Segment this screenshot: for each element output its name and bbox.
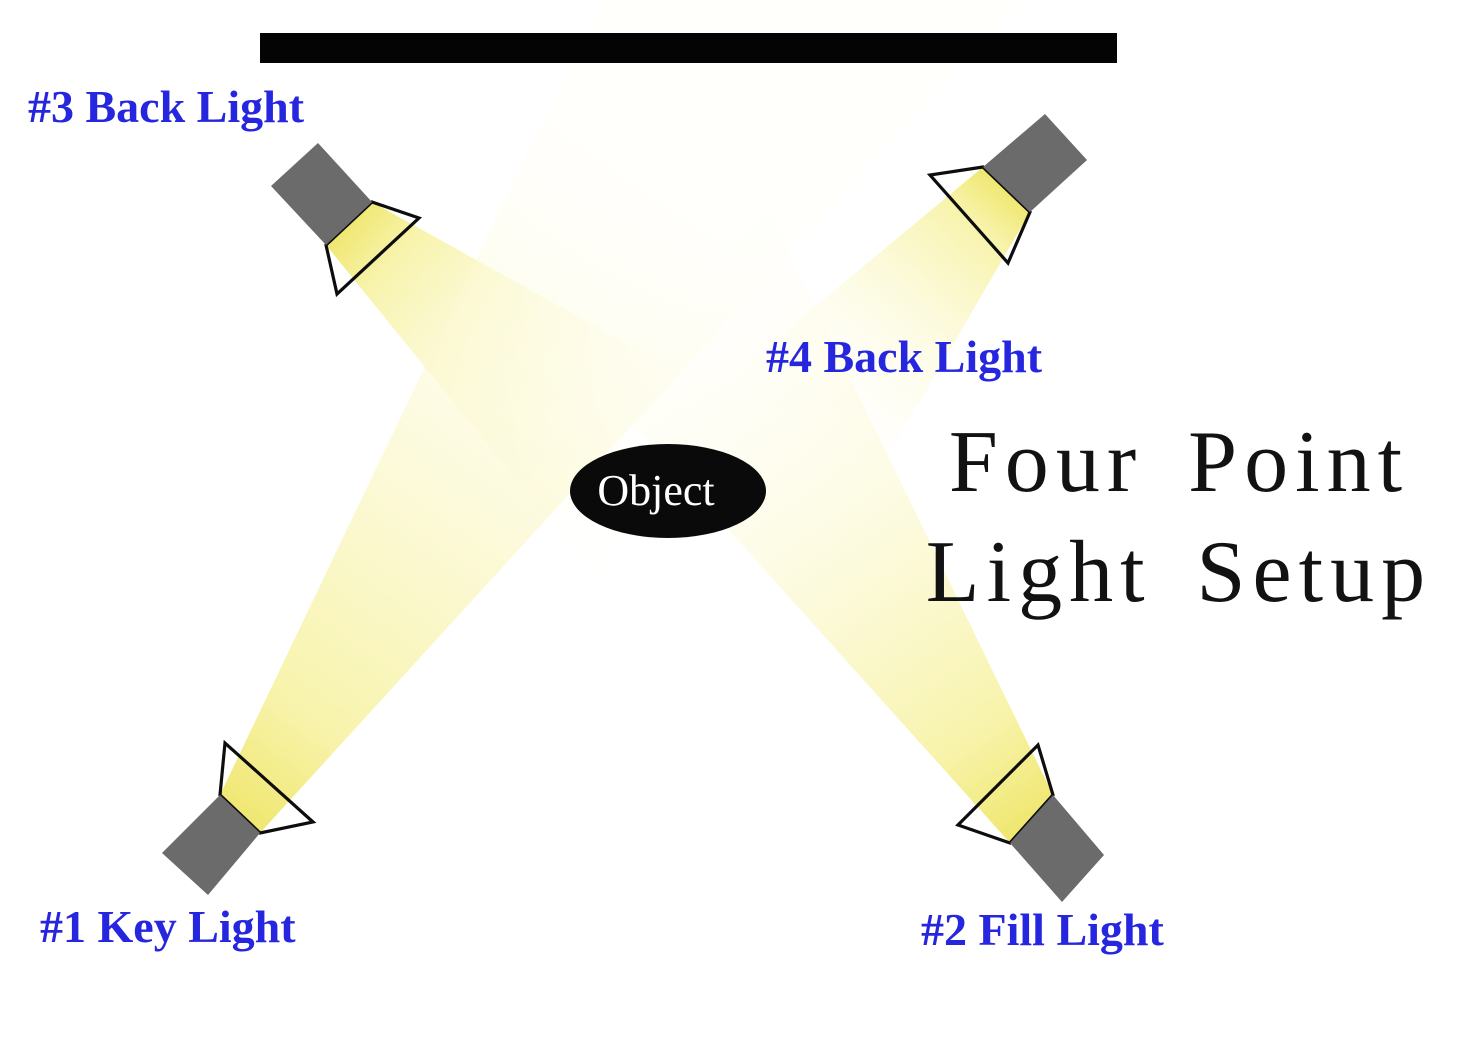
object-ellipse <box>570 444 766 538</box>
light3-label: #3 Back Light <box>28 81 305 132</box>
diagram-title: Four Point Light Setup <box>893 408 1464 628</box>
light1-fixture <box>162 0 1020 895</box>
light3-horn-outline <box>324 200 423 298</box>
light4-horn-outline <box>926 165 1032 266</box>
light3-head <box>271 143 372 245</box>
light1-horn-outline <box>218 739 317 835</box>
light2-beam <box>418 16 1053 843</box>
light1-beam <box>220 0 1020 833</box>
light2-head <box>1010 795 1104 902</box>
light2-fixture <box>418 16 1104 902</box>
light1-label: #1 Key Light <box>40 901 296 952</box>
backdrop-bar <box>260 33 1117 63</box>
title-line2: Light Setup <box>925 524 1433 621</box>
light4-label: #4 Back Light <box>766 331 1043 382</box>
light4-head <box>983 114 1087 212</box>
light2-label: #2 Fill Light <box>921 904 1164 955</box>
light1-head <box>162 795 260 895</box>
object-label: Object <box>597 465 715 515</box>
title-line1: Four Point <box>948 414 1410 511</box>
